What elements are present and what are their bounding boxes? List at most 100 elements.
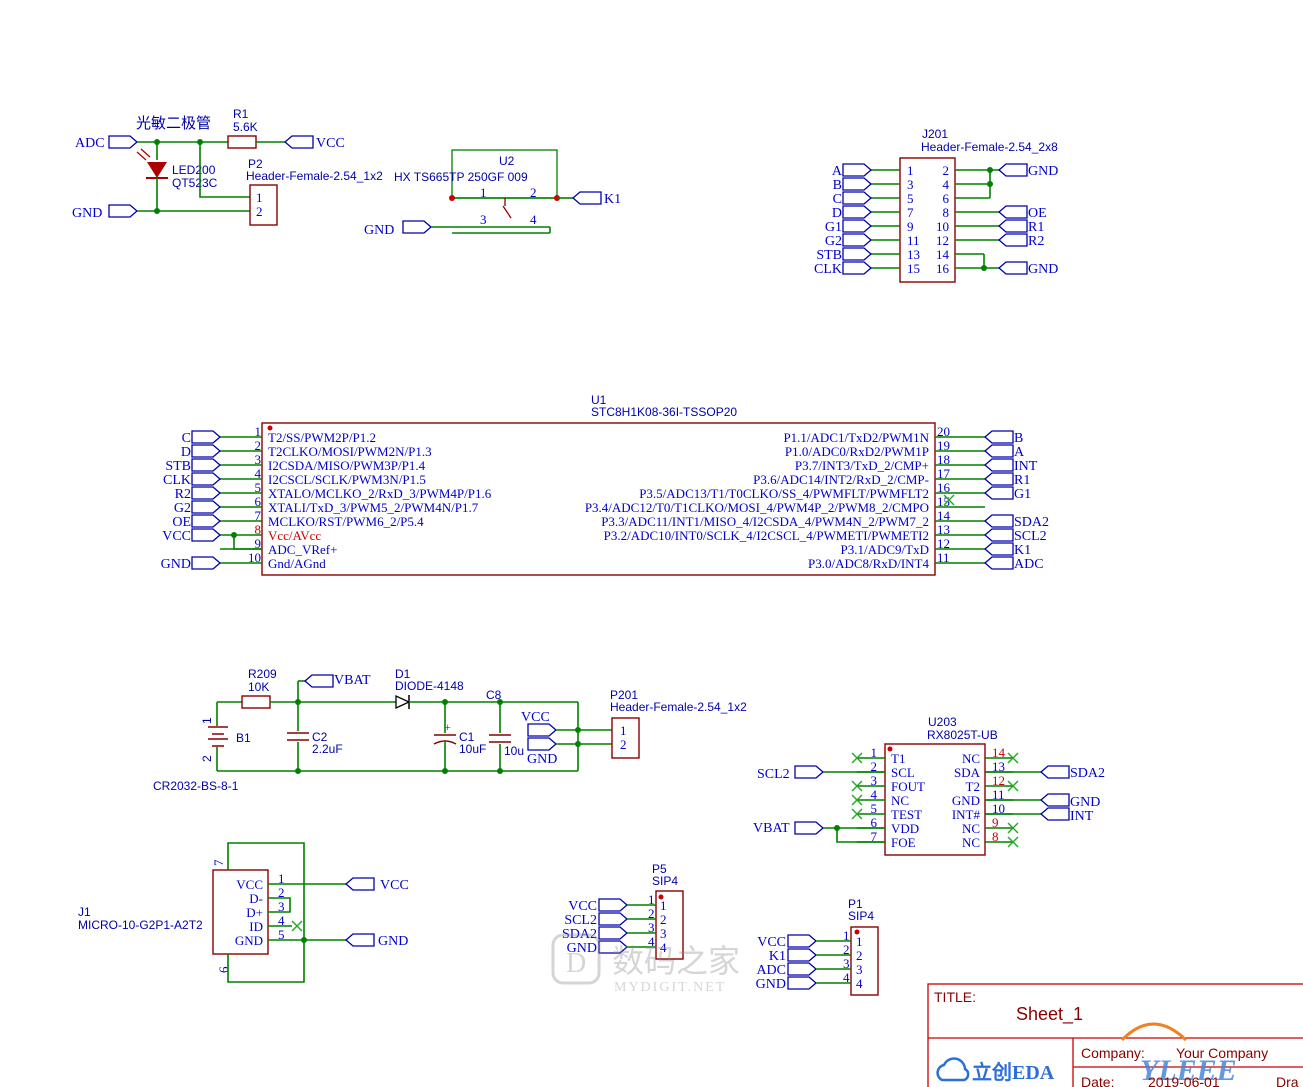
net-flag-r1 — [984, 472, 1014, 486]
net-flag-int — [1040, 807, 1070, 821]
u1-pin-2: 2 — [255, 438, 262, 453]
date-label: Date: — [1081, 1074, 1114, 1087]
svg-text:+: + — [444, 720, 451, 734]
net-label-sda2: SDA2 — [1070, 766, 1105, 781]
net-flag-int — [984, 458, 1014, 472]
u203-pin-1: 1 — [871, 745, 878, 760]
j201-pin-14: 14 — [936, 247, 950, 262]
u1-ref: U1 — [591, 393, 607, 407]
net-flag-d — [842, 205, 872, 219]
net-label-sda2: SDA2 — [562, 927, 597, 942]
r1-ref: R1 — [233, 107, 249, 121]
net-label-scl2: SCL2 — [1014, 529, 1047, 544]
photodiode-title: 光敏二极管 — [136, 115, 211, 132]
u1-pin-19: 19 — [937, 438, 950, 453]
p1-rows-pin-2: 2 — [843, 942, 850, 957]
u1-pin-1: 1 — [255, 424, 262, 439]
u2-pin-3: 3 — [480, 212, 487, 227]
net-flag-r1 — [998, 219, 1028, 233]
p5-rows-pin-label-4: 4 — [660, 940, 667, 955]
j201-pin-9: 9 — [907, 219, 914, 234]
r209-ref: R209 — [248, 667, 277, 681]
u203-pin-11: 11 — [992, 787, 1005, 802]
net-label-adc: ADC — [75, 136, 105, 151]
p5-header — [655, 890, 684, 960]
u1-pin-18: 18 — [937, 452, 950, 467]
net-label-gnd: GND — [756, 977, 786, 992]
photodiode-block: 光敏二极管 ADC GND LED200 QT523C R1 5.6K VCC … — [72, 107, 383, 226]
net-flag-vcc — [284, 135, 314, 149]
p5-rows-pin-4: 4 — [648, 934, 655, 949]
net-label-r1: R1 — [1014, 473, 1030, 488]
date-value: 2019-06-01 — [1148, 1074, 1220, 1087]
p1-rows-pin-4: 4 — [843, 970, 850, 985]
net-flag-c — [842, 191, 872, 205]
c2-value: 2.2uF — [312, 742, 343, 756]
u203-pin-10: 10 — [992, 801, 1005, 816]
u1-value: STC8H1K08-36I-TSSOP20 — [591, 405, 737, 419]
u203-pin-name-12: T2 — [966, 779, 980, 794]
c8-value: 10u — [504, 744, 524, 758]
net-label-d: D — [181, 445, 191, 460]
net-flag-k1 — [787, 948, 817, 962]
net-label-a: A — [1014, 445, 1025, 460]
watermark-main: 数码之家 — [612, 943, 740, 979]
net-flag-g1 — [842, 219, 872, 233]
net-flag-gnd — [787, 976, 817, 990]
wire — [137, 141, 158, 160]
u1-pin-name-4: I2CSCL/SCLK/PWM3N/P1.5 — [268, 472, 426, 487]
u203-pin-7: 7 — [871, 829, 878, 844]
net-label-vbat: VBAT — [753, 821, 790, 836]
net-label-r1: R1 — [1028, 220, 1044, 235]
j201-pin-7: 7 — [907, 205, 914, 220]
j201-pin-1: 1 — [907, 163, 914, 178]
d1-value: DIODE-4148 — [395, 679, 464, 693]
sheet-title: Sheet_1 — [1016, 1004, 1083, 1025]
u203-pin-name-4: NC — [891, 793, 909, 808]
net-label-vcc: VCC — [568, 899, 597, 914]
r209-value: 10K — [248, 680, 269, 694]
u203-pin-2: 2 — [871, 759, 878, 774]
net-flag-g2 — [191, 500, 221, 514]
u1-mcu-block: U1 STC8H1K08-36I-TSSOP20 1 T2/SS/PWM2P/P1… — [161, 393, 1049, 576]
p5-rows-pin-1: 1 — [648, 892, 655, 907]
r1-resistor — [227, 135, 257, 149]
net-label-r2: R2 — [1028, 234, 1044, 249]
u2-switch-block: U2 HX TS665TP 250GF 009 1 2 3 4 K1 GND — [364, 149, 621, 238]
r1-value: 5.6K — [233, 120, 258, 134]
u2-value: HX TS665TP 250GF 009 — [394, 170, 528, 184]
b1-pin-2: 2 — [200, 755, 214, 762]
net-flag-sda2 — [598, 926, 628, 940]
photodiode-symbol — [147, 162, 167, 178]
u1-pin-name-13: P3.2/ADC10/INT0/SCLK_4/I2CSCL_4/PWMETI/P… — [604, 528, 929, 543]
net-label-vcc: VCC — [521, 710, 550, 725]
net-label-oe: OE — [1028, 206, 1047, 221]
u2-pin-1: 1 — [480, 185, 487, 200]
net-flag-scl2 — [794, 765, 824, 779]
u203-pin-name-8: NC — [962, 835, 980, 850]
p2-pin-2: 2 — [256, 204, 263, 219]
p5-rows-pin-label-1: 1 — [660, 898, 667, 913]
d1-ref: D1 — [395, 667, 411, 681]
j201-value: Header-Female-2.54_2x8 — [921, 140, 1058, 154]
net-flag-adc — [984, 556, 1014, 570]
net-flag-clk — [191, 472, 221, 486]
b1-ref: B1 — [236, 731, 251, 745]
net-label-gnd: GND — [1070, 795, 1100, 810]
net-label-vcc: VCC — [316, 136, 345, 151]
net-label-gnd: GND — [378, 934, 408, 949]
wire — [137, 178, 158, 212]
u203-value: RX8025T-UB — [927, 728, 998, 742]
net-flag-scl2 — [984, 528, 1014, 542]
j1-pin-6: 6 — [216, 966, 231, 973]
j1-ref: J1 — [78, 905, 91, 919]
u2-pin-2: 2 — [530, 185, 537, 200]
u1-pin-name-16: P3.5/ADC13/T1/T0CLKO/SS_4/PWMFLT/PWMFLT2 — [639, 486, 929, 501]
net-flag-r2 — [191, 486, 221, 500]
u1-pin-name-1: T2/SS/PWM2P/P1.2 — [268, 430, 376, 445]
p1-rows-pin-label-1: 1 — [856, 934, 863, 949]
u1-pin-name-12: P3.1/ADC9/TxD — [841, 542, 929, 557]
u1-pin-10: 10 — [248, 550, 261, 565]
